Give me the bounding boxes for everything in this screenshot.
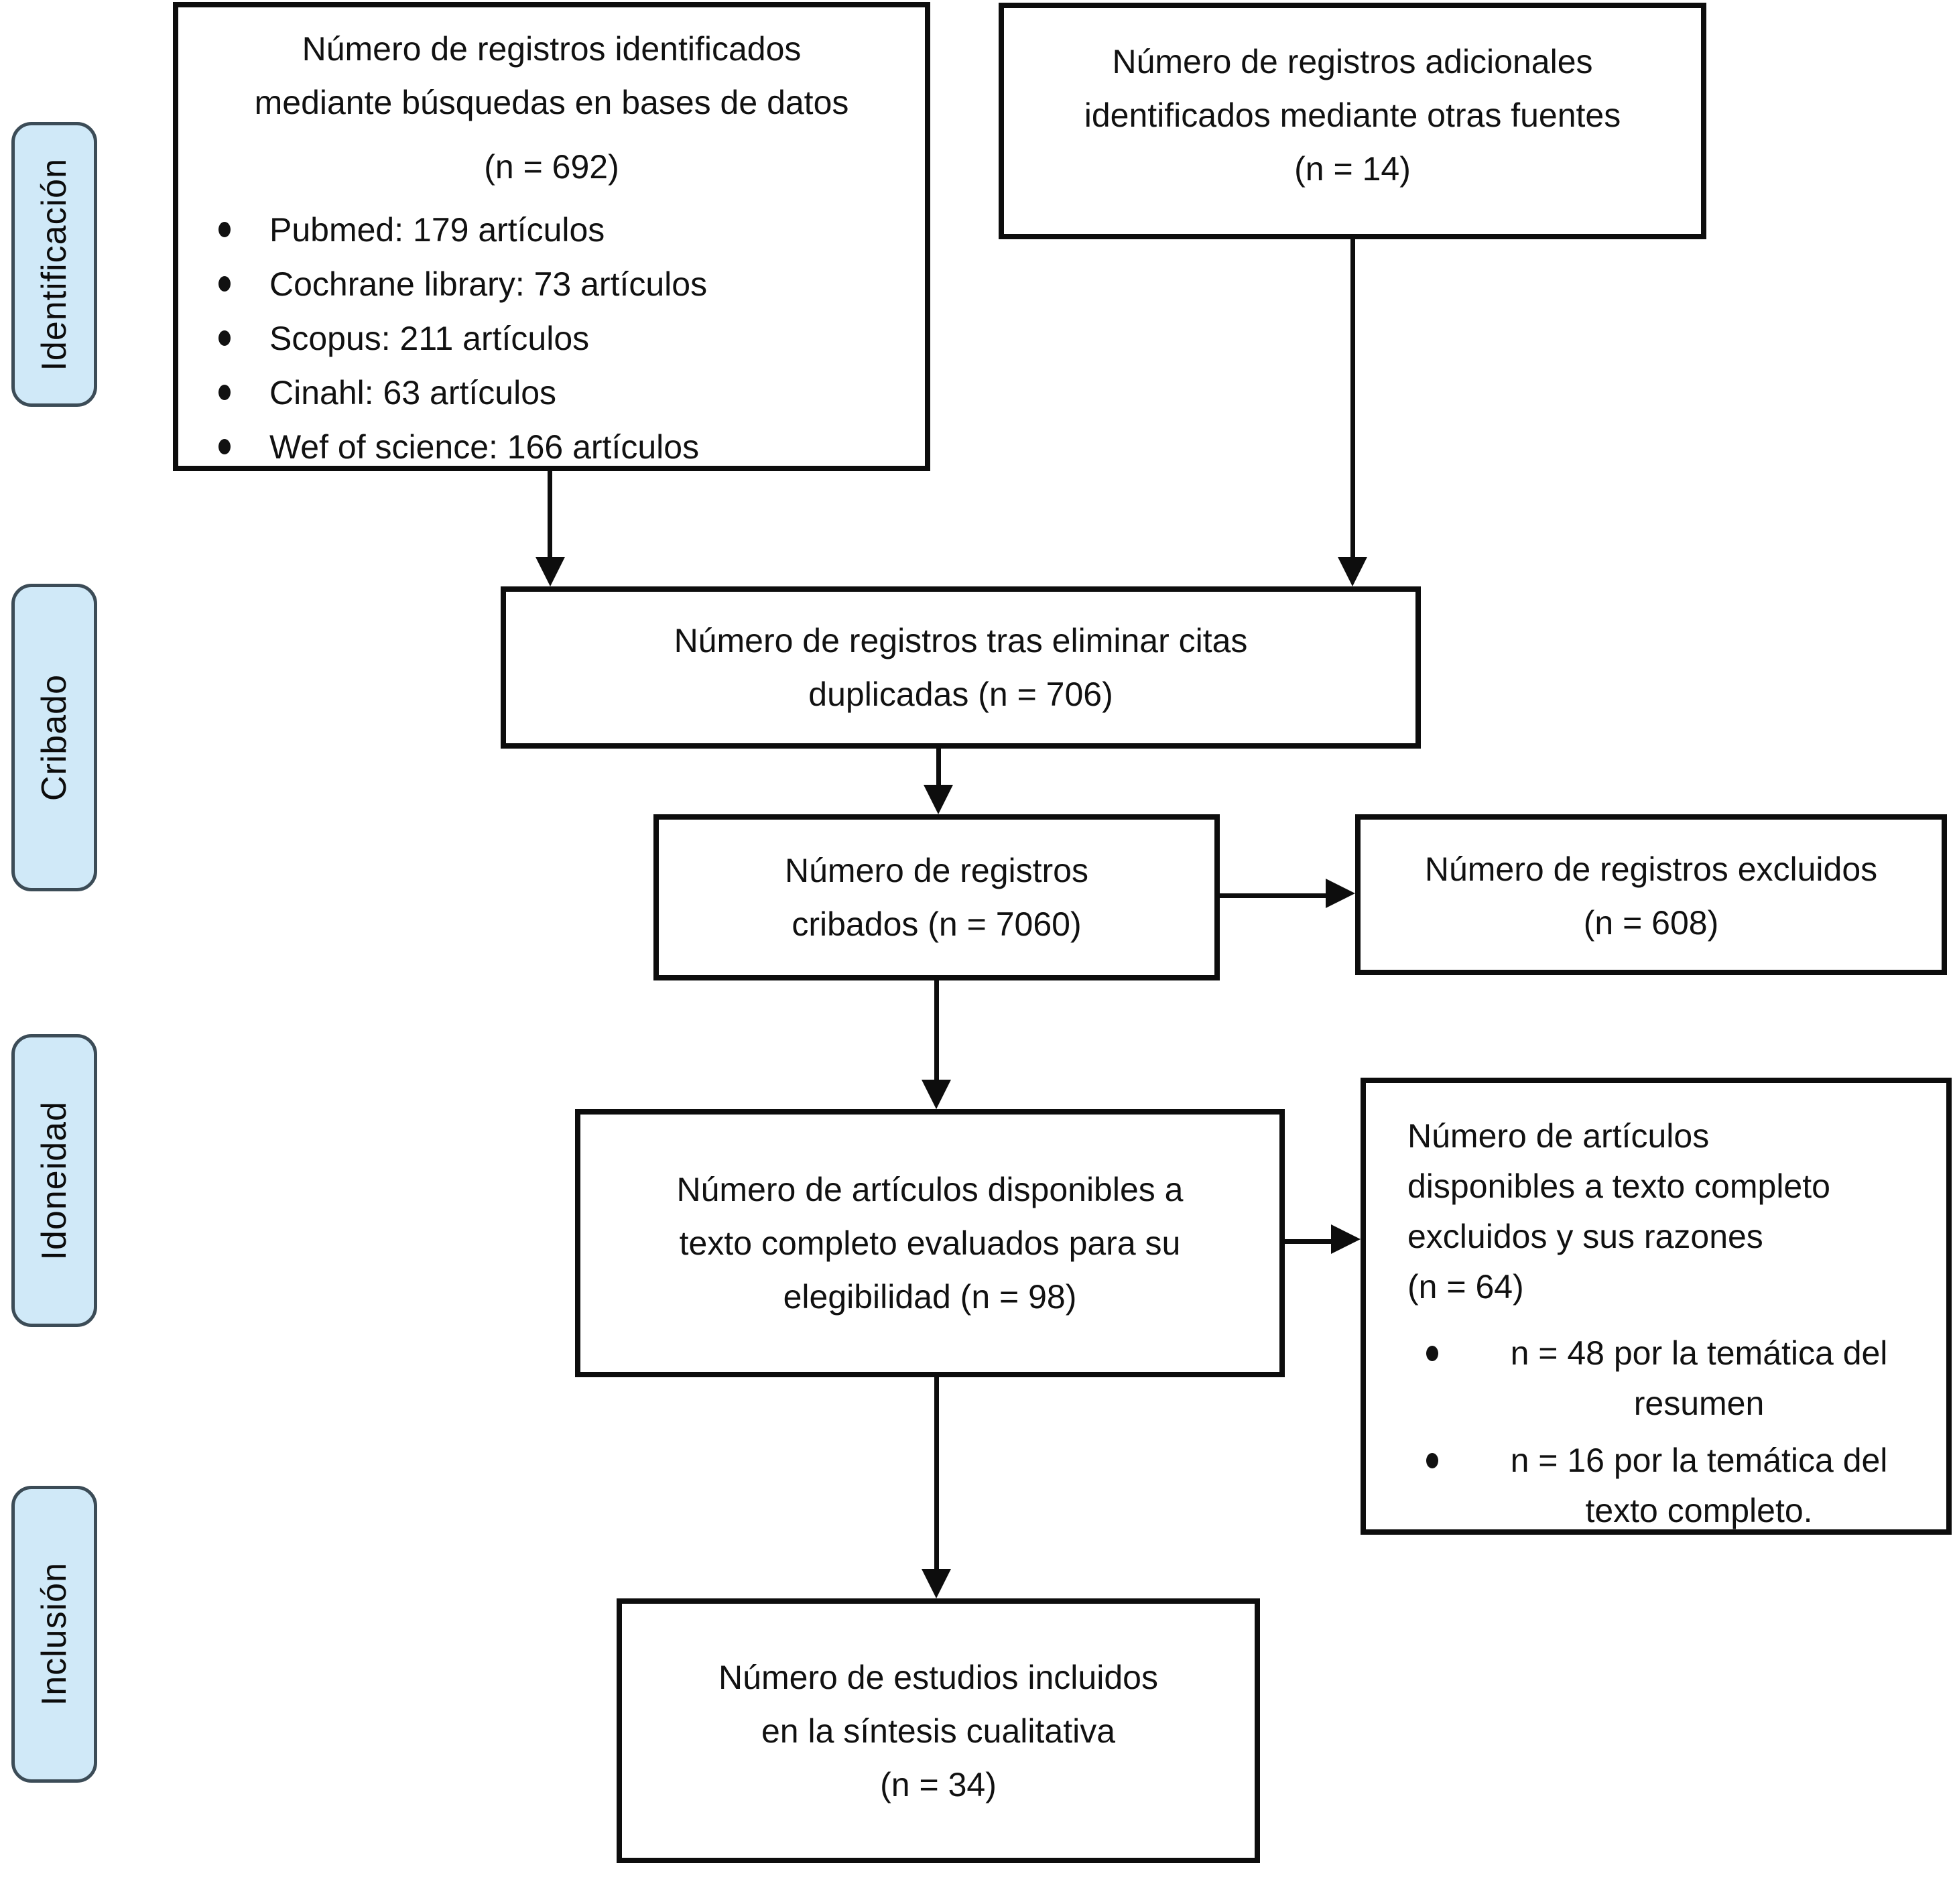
- connector-screened-to-excluded-line: [1220, 893, 1326, 898]
- box-text-line: (n = 608): [1583, 904, 1719, 942]
- phase-label-inclusion: Inclusión: [11, 1486, 97, 1783]
- bullet-icon: [218, 330, 231, 346]
- box-records-excluded: Número de registros excluidos (n = 608): [1355, 814, 1947, 975]
- reason-line: n = 16 por la temática del: [1510, 1442, 1888, 1479]
- arrow-right-icon: [1331, 1224, 1361, 1254]
- arrow-right-icon: [1326, 879, 1355, 908]
- connector-dedup-to-screened-line: [936, 749, 941, 785]
- list-item-text: Scopus: 211 artículos: [269, 320, 590, 357]
- box-title: Número de registros identificados median…: [255, 22, 849, 129]
- list-item-text: Pubmed: 179 artículos: [269, 211, 605, 249]
- record-count: (n = 692): [484, 148, 619, 186]
- box-text-line: (n = 34): [880, 1765, 997, 1803]
- box-additional-sources: Número de registros adicionales identifi…: [999, 3, 1706, 239]
- box-text-line: Número de artículos: [1407, 1117, 1710, 1155]
- reason-line: resumen: [1633, 1385, 1765, 1422]
- bullet-icon: [218, 222, 231, 237]
- list-item: n = 48 por la temática del resumen: [1407, 1328, 1926, 1429]
- box-fulltext-assessed: Número de artículos disponibles a texto …: [575, 1109, 1285, 1377]
- box-text-line: duplicadas (n = 706): [808, 676, 1113, 713]
- connector-screened-to-fulltext-line: [934, 980, 939, 1080]
- arrow-down-icon: [535, 557, 565, 586]
- connector-identified-to-dedup-line: [548, 471, 552, 558]
- box-text-line: (n = 64): [1407, 1268, 1524, 1306]
- phase-label-text: Inclusión: [35, 1562, 74, 1706]
- box-title: Número de artículos disponibles a texto …: [1407, 1111, 1926, 1312]
- phase-label-text: Identificación: [35, 157, 74, 371]
- box-identified-databases: Número de registros identificados median…: [173, 2, 930, 471]
- connector-fulltext-to-excluded-line: [1285, 1239, 1331, 1244]
- list-item-text: n = 16 por la temática del texto complet…: [1472, 1436, 1926, 1536]
- box-text-line: Número de registros identificados: [302, 30, 802, 68]
- box-records-screened: Número de registros cribados (n = 7060): [653, 814, 1220, 980]
- phase-label-text: Cribado: [35, 674, 74, 802]
- arrow-down-icon: [924, 785, 953, 814]
- list-item-text: Cinahl: 63 artículos: [269, 374, 557, 411]
- list-item: Scopus: 211 artículos: [218, 312, 707, 366]
- box-text-line: texto completo evaluados para su: [679, 1224, 1181, 1262]
- box-after-duplicates-removed: Número de registros tras eliminar citas …: [501, 586, 1421, 749]
- exclusion-reason-list: n = 48 por la temática del resumen n = 1…: [1407, 1328, 1926, 1536]
- box-text-line: elegibilidad (n = 98): [783, 1278, 1077, 1316]
- list-item: Cochrane library: 73 artículos: [218, 257, 707, 312]
- arrow-down-icon: [922, 1569, 951, 1598]
- bullet-icon: [218, 276, 231, 292]
- box-text-line: Número de estudios incluidos: [718, 1658, 1158, 1696]
- phase-label-identificacion: Identificación: [11, 122, 97, 407]
- box-fulltext-excluded: Número de artículos disponibles a texto …: [1361, 1078, 1952, 1535]
- reason-line: texto completo.: [1585, 1492, 1813, 1529]
- phase-label-cribado: Cribado: [11, 584, 97, 891]
- box-studies-included: Número de estudios incluidos en la sínte…: [617, 1598, 1260, 1863]
- box-text-line: Número de registros adicionales: [1112, 43, 1593, 80]
- arrow-down-icon: [1338, 557, 1367, 586]
- bullet-icon: [218, 439, 231, 454]
- bullet-icon: [1426, 1453, 1438, 1468]
- box-text-line: Número de artículos disponibles a: [676, 1171, 1184, 1208]
- box-text-line: identificados mediante otras fuentes: [1084, 97, 1621, 134]
- bullet-icon: [218, 385, 231, 400]
- phase-label-text: Idoneidad: [35, 1100, 74, 1261]
- box-text-line: cribados (n = 7060): [792, 905, 1082, 943]
- list-item: Cinahl: 63 artículos: [218, 366, 707, 420]
- list-item: Pubmed: 179 artículos: [218, 203, 707, 257]
- connector-additional-to-dedup-line: [1350, 239, 1355, 557]
- arrow-down-icon: [922, 1080, 951, 1109]
- box-text-line: Número de registros tras eliminar citas: [674, 622, 1248, 659]
- list-item: Wef of science: 166 artículos: [218, 420, 707, 474]
- database-bullet-list: Pubmed: 179 artículos Cochrane library: …: [218, 203, 707, 474]
- box-text-line: mediante búsquedas en bases de datos: [254, 84, 849, 121]
- reason-line: n = 48 por la temática del: [1510, 1334, 1888, 1372]
- list-item: n = 16 por la temática del texto complet…: [1407, 1436, 1926, 1536]
- connector-fulltext-to-included-line: [934, 1377, 939, 1569]
- box-text-line: Número de registros: [785, 852, 1088, 889]
- phase-label-idoneidad: Idoneidad: [11, 1034, 97, 1327]
- list-item-text: Cochrane library: 73 artículos: [269, 265, 708, 303]
- box-title: Número de registros adicionales identifi…: [1004, 35, 1701, 196]
- box-text-line: excluidos y sus razones: [1407, 1218, 1763, 1255]
- list-item-text: Wef of science: 166 artículos: [269, 428, 700, 466]
- box-text-line: Número de registros excluidos: [1424, 850, 1878, 888]
- box-text-line: en la síntesis cualitativa: [761, 1712, 1116, 1750]
- bullet-icon: [1426, 1346, 1438, 1361]
- box-text-line: disponibles a texto completo: [1407, 1167, 1830, 1205]
- box-text-line: (n = 14): [1294, 150, 1411, 188]
- list-item-text: n = 48 por la temática del resumen: [1472, 1328, 1926, 1429]
